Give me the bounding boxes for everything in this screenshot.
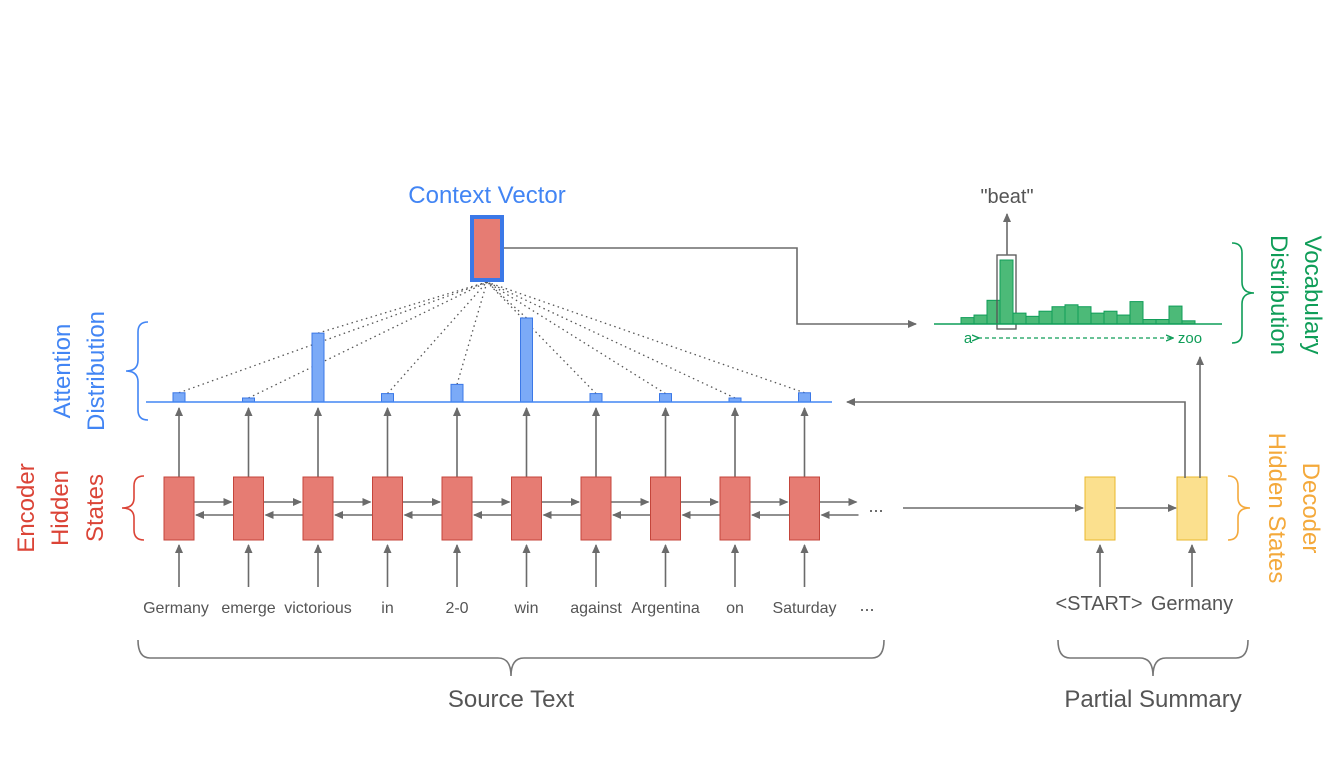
attention-dotted-line — [317, 281, 488, 334]
context-vector-cell — [470, 215, 504, 282]
source-word: Saturday — [772, 600, 836, 617]
attention-distribution-label: Attention Distribution — [49, 311, 110, 431]
vocab-bar — [1116, 314, 1131, 325]
partial-summary-label: Partial Summary — [1064, 686, 1241, 713]
decoder-brace — [1227, 475, 1251, 541]
source-word: Germany — [143, 600, 209, 617]
attention-to-context-lines — [178, 281, 805, 399]
source-word: on — [726, 600, 744, 617]
encoder-hidden-state — [441, 476, 473, 541]
attention-dotted-line — [486, 281, 805, 394]
svg-text:Distribution: Distribution — [83, 311, 110, 431]
attention-dotted-line — [486, 281, 527, 319]
attention-dotted-line — [486, 281, 666, 395]
summary-word: Germany — [1151, 593, 1233, 615]
source-word: victorious — [284, 600, 352, 617]
source-word: against — [570, 600, 622, 617]
source-word: win — [513, 600, 538, 617]
attention-bar — [659, 393, 672, 403]
encoder-hidden-states — [163, 476, 820, 541]
svg-text:Vocabulary: Vocabulary — [1299, 236, 1326, 355]
attention-brace — [125, 321, 149, 421]
vocab-bar — [1077, 306, 1092, 325]
attention-bar — [172, 392, 186, 403]
decoder-hidden-state — [1084, 476, 1116, 541]
attention-bar — [450, 383, 464, 403]
source-ellipsis: ... — [859, 595, 874, 615]
encoder-hidden-state — [511, 476, 542, 541]
encoder-hidden-state — [580, 476, 612, 541]
encoder-ellipsis: ... — [868, 496, 883, 516]
encoder-hidden-state — [233, 476, 264, 541]
attention-bar — [381, 393, 394, 403]
source-word: emerge — [221, 600, 275, 617]
attention-bar — [311, 332, 325, 403]
vocab-bar — [999, 259, 1014, 325]
vocabulary-distribution-bars — [960, 254, 1196, 330]
encoder-hidden-state — [650, 476, 681, 541]
source-text-brace — [137, 639, 885, 677]
vocab-brace — [1231, 242, 1255, 344]
svg-text:Hidden: Hidden — [47, 470, 74, 546]
decoder-hidden-state — [1176, 476, 1208, 541]
encoder-hidden-state — [163, 476, 195, 541]
vocab-bar — [1051, 306, 1066, 325]
vocabulary-distribution-label: Vocabulary Distribution — [1265, 235, 1326, 355]
vocab-start-label: a — [964, 330, 973, 347]
context-vector-label: Context Vector — [408, 182, 565, 209]
vocab-bar — [1103, 310, 1118, 325]
vocab-end-label: zoo — [1178, 330, 1202, 347]
context-to-vocab-arrow — [504, 247, 917, 328]
decoder-hidden-states-label: Decoder Hidden States — [1263, 433, 1324, 584]
vocab-bar — [1038, 310, 1053, 325]
vocab-bar — [973, 314, 988, 325]
svg-text:Encoder: Encoder — [13, 463, 40, 552]
encoder-hidden-states-label: Encoder Hidden States — [13, 463, 109, 552]
encoder-brace — [121, 475, 145, 541]
encoder-hidden-state — [302, 476, 334, 541]
source-text-label: Source Text — [448, 686, 575, 713]
attention-dotted-line — [248, 281, 488, 399]
partial-summary-brace — [1057, 639, 1249, 677]
svg-text:Distribution: Distribution — [1265, 235, 1292, 355]
attention-bar — [589, 393, 603, 403]
svg-text:Decoder: Decoder — [1297, 463, 1324, 554]
source-word: 2-0 — [445, 600, 468, 617]
svg-text:States: States — [82, 474, 109, 542]
attention-dotted-line — [486, 281, 597, 395]
encoder-hidden-state — [372, 476, 403, 541]
vocab-bar — [1168, 305, 1183, 325]
flow-arrows — [175, 407, 1196, 587]
attention-bar — [798, 392, 811, 403]
source-word: Argentina — [631, 600, 700, 617]
source-word: in — [381, 600, 393, 617]
attention-dotted-line — [456, 281, 488, 385]
vocab-bar — [986, 299, 1001, 325]
vocab-bar — [1064, 304, 1079, 325]
vocab-bar — [1129, 301, 1144, 325]
attention-dotted-line — [387, 281, 488, 395]
beat-label: "beat" — [980, 186, 1033, 208]
attention-dotted-line — [178, 281, 488, 394]
svg-text:Attention: Attention — [49, 324, 76, 419]
attention-dotted-line — [486, 281, 736, 399]
encoder-hidden-state — [789, 476, 820, 541]
vocab-bar — [1012, 312, 1027, 325]
source-words: Germany emerge victorious in 2-0 win against Ar… — [143, 600, 836, 617]
summary-words: <START> Germany — [1055, 593, 1233, 615]
decoder-to-attention-arrow — [846, 398, 1186, 478]
vocab-bar — [1025, 315, 1040, 325]
attention-bar — [520, 317, 533, 403]
decoder-hidden-states — [1084, 476, 1208, 541]
vocab-bar — [960, 317, 975, 325]
svg-text:Hidden States: Hidden States — [1263, 433, 1290, 584]
vocab-bar — [1090, 312, 1105, 325]
summary-word: <START> — [1055, 593, 1142, 615]
encoder-hidden-state — [719, 476, 751, 541]
